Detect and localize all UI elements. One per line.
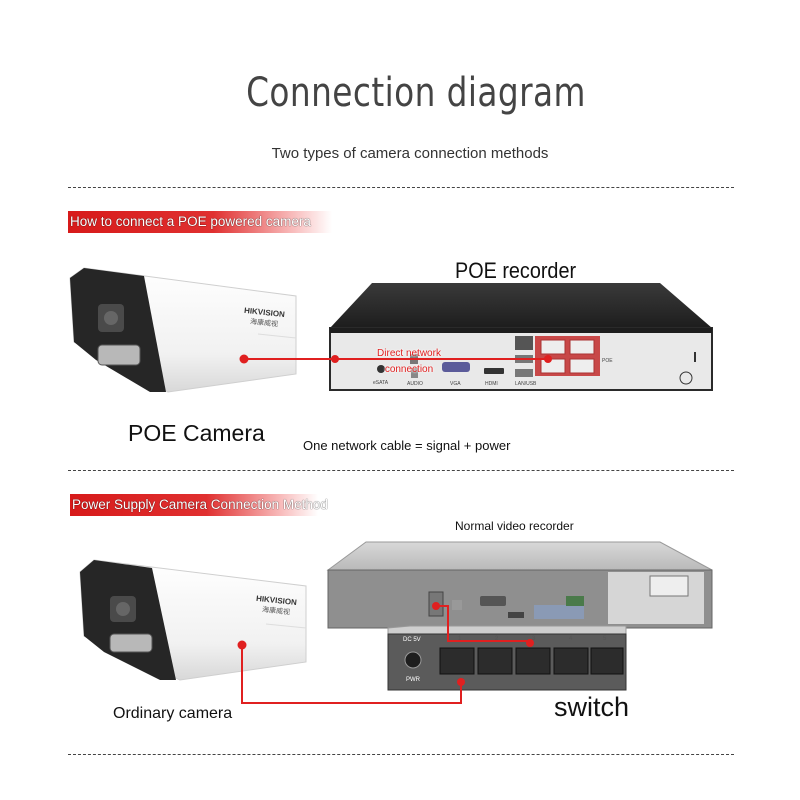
- port-label-lanusb: LAN/USB: [515, 381, 537, 387]
- port-label-vga: VGA: [450, 381, 461, 387]
- divider-bottom: [68, 754, 734, 755]
- port-label-poe: POE: [602, 358, 613, 364]
- divider-middle: [68, 470, 734, 471]
- switch-pwr-label: PWR: [406, 677, 420, 683]
- switch-power-label: DC 5V: [403, 637, 421, 643]
- recorder-switch-line: [436, 605, 530, 642]
- ordinary-camera-label: Ordinary camera: [113, 705, 233, 722]
- switch-port-3: 3: [532, 636, 536, 642]
- normal-recorder-label: Normal video recorder: [455, 519, 574, 533]
- normal-recorder: [326, 541, 713, 629]
- divider-top: [68, 187, 734, 188]
- page-title: Connection diagram: [246, 70, 586, 116]
- section-banner-poe: How to connect a POE powered camera: [68, 211, 332, 233]
- direct-connection-label: Direct network connection: [377, 348, 441, 375]
- switch-port-1: 1: [458, 636, 462, 642]
- switch-label: switch: [554, 692, 630, 722]
- page-subtitle: Two types of camera connection methods: [271, 145, 549, 162]
- cable-note: One network cable = signal + power: [303, 438, 511, 453]
- switch-port-5: 5: [603, 636, 607, 642]
- ordinary-camera: [79, 559, 307, 681]
- port-label-esata: eSATA: [373, 380, 389, 386]
- switch-port-4: 4: [569, 636, 573, 642]
- network-switch: [387, 625, 627, 691]
- poe-recorder-label: POE recorder: [455, 258, 577, 283]
- camera-switch-line: [241, 645, 462, 704]
- poe-camera-label: POE Camera: [128, 420, 265, 446]
- poe-recorder: [329, 283, 713, 391]
- port-label-hdmi: HDMI: [485, 381, 498, 387]
- port-label-audio: AUDIO: [407, 381, 423, 387]
- section-banner-normal: Power Supply Camera Connection Method: [70, 494, 328, 516]
- switch-port-2: 2: [495, 636, 499, 642]
- poe-camera: [69, 267, 297, 393]
